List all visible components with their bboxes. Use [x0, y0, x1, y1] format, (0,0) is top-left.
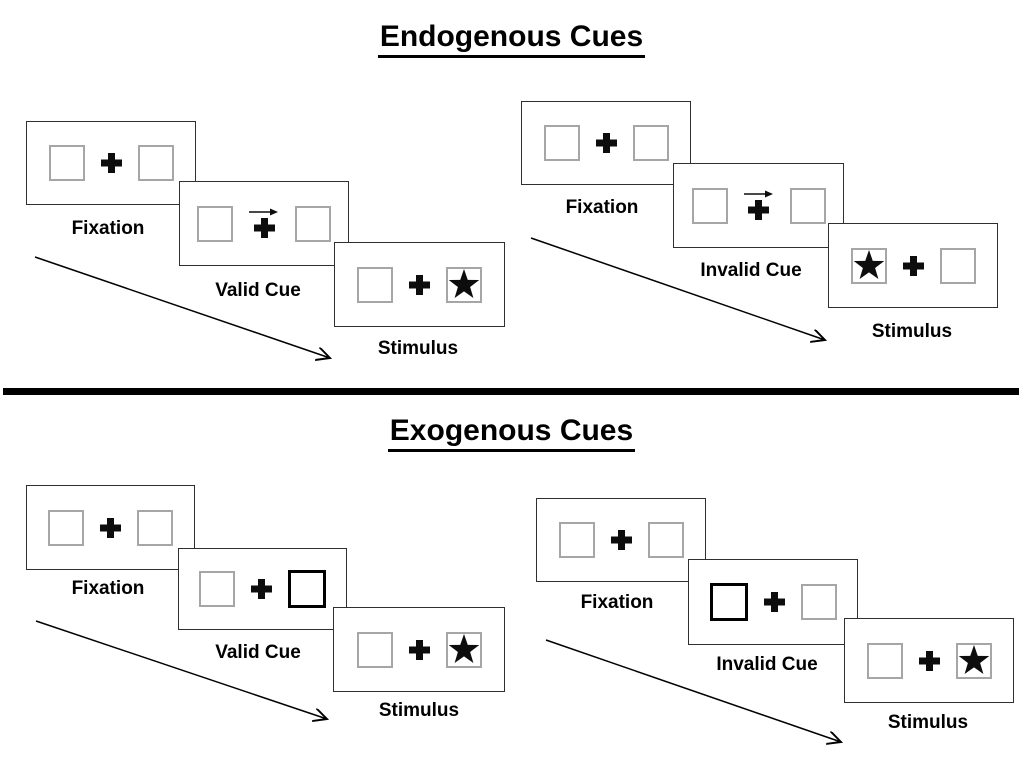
- fixation-cross-icon: [251, 579, 272, 599]
- panel-label: Invalid Cue: [700, 260, 802, 281]
- panel-label: Fixation: [580, 592, 654, 613]
- central-cue: [743, 189, 774, 220]
- right-placeholder-box: [789, 187, 826, 224]
- left-highlighted-cue-box: [709, 583, 748, 621]
- timeline-arrow: [545, 639, 853, 751]
- exogenous-title-text: Exogenous Cues: [387, 414, 636, 452]
- timeline-arrow: [34, 256, 342, 368]
- endogenous-section-title: Endogenous Cues: [0, 20, 1023, 58]
- right-placeholder-box: [800, 584, 837, 620]
- endo-invalid-fixation-panel: [521, 101, 691, 185]
- endo-valid-stimulus-panel: [334, 242, 505, 327]
- left-placeholder-box: [356, 631, 393, 668]
- left-placeholder-box: [543, 125, 580, 161]
- exo-invalid-stimulus-panel: [844, 618, 1014, 703]
- fixation-cross-icon: [100, 517, 121, 538]
- right-placeholder-box: [137, 145, 174, 181]
- left-placeholder-box: [691, 187, 728, 224]
- star-icon: [853, 249, 884, 279]
- fixation-cross-icon: [408, 639, 430, 660]
- right-target-box: [445, 631, 482, 668]
- panel-label: Fixation: [71, 578, 145, 599]
- right-target-box: [446, 266, 482, 303]
- fixation-cross-icon: [610, 530, 632, 550]
- fixation-cross-icon: [902, 255, 924, 276]
- panel-label: Valid Cue: [215, 642, 301, 663]
- right-placeholder-box: [647, 522, 684, 558]
- endo-valid-cue-panel: [179, 181, 349, 266]
- left-placeholder-box: [357, 266, 393, 303]
- exo-valid-stimulus-panel: [333, 607, 505, 692]
- right-highlighted-cue-box: [288, 570, 326, 608]
- endogenous-title-text: Endogenous Cues: [377, 20, 646, 58]
- fixation-cross-icon: [748, 199, 769, 220]
- panel-label: Invalid Cue: [716, 654, 818, 675]
- fixation-cross-icon: [253, 217, 275, 238]
- left-placeholder-box: [197, 205, 233, 242]
- timeline-arrow: [35, 620, 339, 729]
- star-icon: [448, 268, 480, 298]
- fixation-cross-icon: [918, 650, 940, 671]
- left-placeholder-box: [866, 642, 903, 679]
- exo-invalid-fixation-panel: [536, 498, 706, 582]
- endo-invalid-cue-panel: [673, 163, 844, 248]
- star-icon: [958, 644, 989, 674]
- panel-label: Stimulus: [377, 338, 459, 359]
- fixation-cross-icon: [595, 133, 617, 153]
- endo-invalid-stimulus-panel: [828, 223, 998, 308]
- left-placeholder-box: [48, 509, 84, 546]
- right-placeholder-box: [137, 509, 173, 546]
- endo-valid-fixation-panel: [26, 121, 196, 205]
- right-arrow-icon: [249, 208, 278, 215]
- panel-label: Stimulus: [871, 321, 953, 342]
- right-arrow-icon: [743, 190, 773, 197]
- panel-label: Stimulus: [378, 700, 460, 721]
- left-placeholder-box: [48, 145, 85, 181]
- panel-label: Stimulus: [887, 712, 969, 733]
- exogenous-section-title: Exogenous Cues: [0, 414, 1023, 452]
- panel-label: Fixation: [565, 197, 639, 218]
- left-placeholder-box: [558, 522, 595, 558]
- right-placeholder-box: [295, 205, 331, 242]
- exo-valid-cue-panel: [178, 548, 347, 630]
- section-divider-line: [3, 388, 1019, 395]
- central-cue: [249, 207, 279, 238]
- fixation-cross-icon: [100, 153, 122, 173]
- panel-label: Valid Cue: [215, 280, 301, 301]
- left-placeholder-box: [199, 571, 235, 607]
- timeline-arrow: [530, 237, 836, 349]
- exo-invalid-cue-panel: [688, 559, 858, 645]
- panel-label: Fixation: [71, 218, 145, 239]
- fixation-cross-icon: [763, 592, 785, 612]
- exo-valid-fixation-panel: [26, 485, 195, 570]
- right-placeholder-box: [939, 247, 976, 284]
- right-placeholder-box: [632, 125, 669, 161]
- star-icon: [448, 633, 479, 663]
- left-target-box: [850, 247, 887, 284]
- fixation-cross-icon: [409, 274, 430, 295]
- right-target-box: [955, 642, 992, 679]
